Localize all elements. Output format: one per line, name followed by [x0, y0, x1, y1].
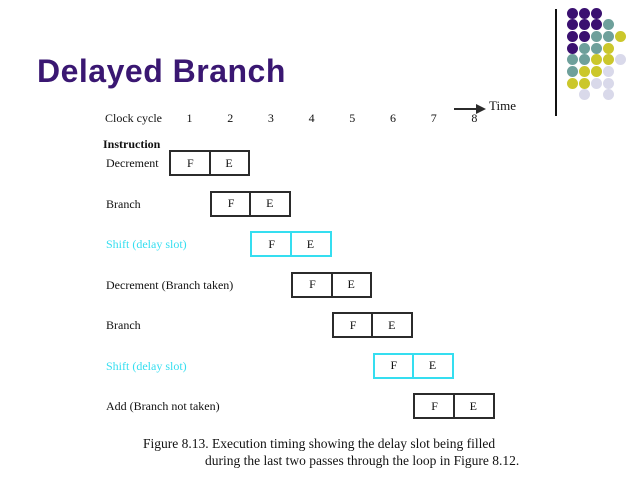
fetch-stage-box: F: [390, 358, 398, 372]
decorative-dot: [602, 66, 614, 77]
decorative-dot: [578, 89, 590, 101]
clock-cycle-label: Clock cycle: [105, 111, 162, 125]
decorative-dot: [590, 19, 602, 31]
clock-cycle-number: 2: [227, 111, 234, 125]
stage-box-divider: [249, 190, 252, 217]
stage-box-divider: [208, 150, 211, 176]
decorative-dot: [566, 42, 578, 54]
decorative-dot: [602, 30, 614, 42]
clock-cycle-number: 1: [186, 111, 193, 125]
execute-stage-box: E: [428, 358, 437, 372]
decorative-dot: [578, 66, 590, 77]
instruction-row-label: Branch: [106, 318, 141, 332]
decorative-dot: [590, 7, 602, 19]
decorative-dot: [602, 19, 614, 31]
execute-stage-box: E: [388, 317, 396, 332]
clock-cycle-number: 8: [471, 111, 478, 125]
execute-stage-box: E: [266, 196, 274, 210]
decorative-dot: [590, 42, 602, 54]
decorative-dot: [578, 54, 590, 66]
decorative-vertical-line: [555, 9, 557, 116]
decorative-dot: [578, 19, 590, 31]
decorative-dot: [578, 77, 590, 89]
decorative-dot: [614, 54, 626, 66]
stage-box-divider: [371, 312, 374, 338]
fetch-stage-box: F: [187, 155, 194, 170]
execute-stage-box: E: [347, 277, 355, 291]
decorative-dot: [566, 77, 578, 89]
caption-line-2: during the last two passes through the l…: [205, 452, 520, 468]
decorative-dot: [590, 30, 602, 42]
decorative-dot: [566, 54, 578, 66]
fetch-stage-box: F: [349, 317, 357, 332]
fetch-stage-box: F: [227, 196, 235, 210]
decorative-dot: [602, 42, 614, 54]
stage-box-divider: [412, 352, 415, 379]
clock-cycle-number: 7: [430, 111, 437, 125]
fetch-stage-box: F: [309, 277, 316, 291]
decorative-dot: [578, 42, 590, 54]
instruction-row-label: Shift (delay slot): [106, 237, 187, 251]
instruction-row-label: Decrement: [106, 156, 159, 170]
stage-box-divider: [452, 393, 455, 419]
decorative-dot: [566, 30, 578, 42]
decorative-dot: [590, 66, 602, 77]
execute-stage-box: E: [225, 155, 233, 170]
instruction-row-label: Branch: [106, 196, 141, 211]
decorative-dot: [578, 30, 590, 42]
decorative-dot: [566, 19, 578, 31]
instruction-row-label: Shift (delay slot): [106, 358, 187, 373]
decorative-dot: [590, 54, 602, 66]
clock-cycle-number: 6: [390, 111, 396, 125]
decorative-dot: [614, 30, 626, 42]
figure-caption: Figure 8.13. Execution timing showing th…: [143, 436, 519, 469]
execute-stage-box: E: [306, 236, 315, 251]
caption-line-1: Figure 8.13. Execution timing showing th…: [143, 436, 496, 451]
slide-title: Delayed Branch: [37, 53, 286, 89]
instruction-row-label: Add (Branch not taken): [106, 399, 220, 413]
decorative-dot: [602, 77, 614, 89]
decorative-dot: [578, 7, 590, 19]
time-axis-label: Time: [489, 98, 516, 113]
decorative-dot: [602, 54, 614, 66]
instruction-column-header: Instruction: [103, 137, 161, 151]
fetch-stage-box: F: [268, 236, 276, 251]
execute-stage-box: E: [469, 398, 477, 413]
decorative-dot: [566, 7, 578, 19]
instruction-row-label: Decrement (Branch taken): [106, 277, 234, 292]
decorative-dot: [602, 89, 614, 101]
time-arrow-icon: [454, 102, 486, 120]
clock-cycle-number: 4: [308, 111, 315, 125]
clock-cycle-number: 5: [349, 111, 356, 125]
fetch-stage-box: F: [431, 398, 438, 413]
decorative-dot: [590, 77, 602, 89]
decorative-dot: [566, 66, 578, 77]
clock-cycle-number: 3: [267, 111, 274, 125]
stage-box-divider: [290, 231, 293, 257]
stage-box-divider: [330, 271, 333, 298]
